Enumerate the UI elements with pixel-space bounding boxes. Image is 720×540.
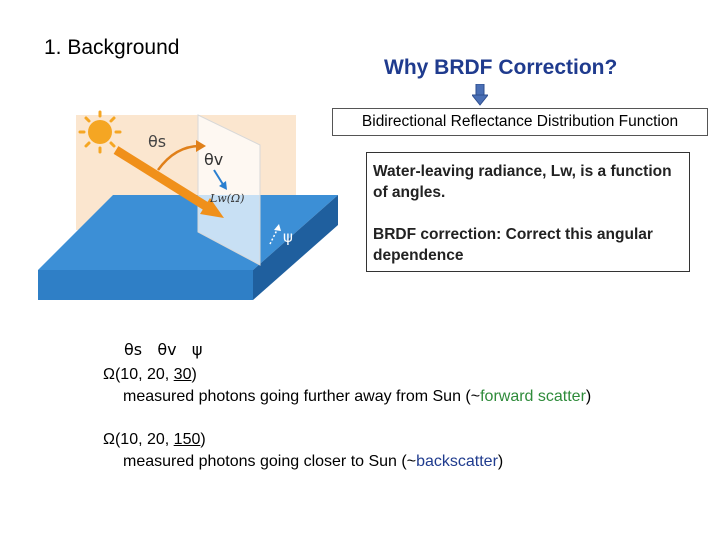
theta-v-label: θv	[204, 150, 223, 169]
case2-close: )	[200, 431, 206, 448]
psi-arrow-icon	[269, 227, 279, 245]
definition-text: Bidirectional Reflectance Distribution F…	[361, 113, 679, 130]
case1-description: measured photons going further away from…	[123, 388, 591, 406]
forward-scatter-label: forward scatter	[480, 388, 586, 405]
case1-params: Ω(10, 20, 30)	[103, 366, 197, 384]
slide-title: Why BRDF Correction?	[384, 56, 618, 79]
case2-params: Ω(10, 20, 150)	[103, 431, 206, 449]
psi-label: ψ	[283, 228, 293, 246]
info-brdf-text: BRDF correction: Correct this angular de…	[373, 226, 653, 264]
info-lw-text: Water-leaving radiance, Lw, is a functio…	[373, 163, 672, 201]
case2-desc-text: measured photons going closer to Sun (~	[123, 453, 417, 470]
case1-omega: Ω	[103, 366, 115, 383]
water-side-face	[253, 195, 338, 300]
case2-open: (10, 20,	[114, 431, 174, 448]
lw-label: Lw(Ω)	[209, 192, 244, 205]
case1-close: )	[191, 366, 197, 383]
viewing-plane	[197, 114, 261, 266]
case1-desc-text: measured photons going further away from…	[123, 388, 481, 405]
sunlight-arrow-icon	[113, 146, 224, 218]
case2-psi-value: 150	[173, 431, 201, 448]
case1-desc-close: )	[585, 388, 592, 405]
case2-description: measured photons going closer to Sun (~b…	[123, 453, 503, 471]
case1-open: (10, 20,	[114, 366, 174, 383]
theta-s-label: θs	[148, 132, 166, 151]
water-front-face	[38, 270, 253, 300]
theta-v-arrow-icon	[213, 169, 225, 187]
case1-psi-value: 30	[173, 366, 192, 383]
angle-symbols-row: θs θv ψ	[124, 340, 203, 359]
definition-box: Bidirectional Reflectance Distribution F…	[332, 108, 708, 136]
case2-desc-close: )	[497, 453, 504, 470]
water-top-face	[38, 195, 338, 270]
backscatter-label: backscatter	[416, 453, 498, 470]
case2-omega: Ω	[103, 431, 115, 448]
down-arrow-icon	[472, 84, 488, 106]
brdf-diagram: θs θv Lw(Ω) ψ	[38, 110, 338, 300]
section-title: 1. Background	[44, 36, 180, 59]
info-box: Water-leaving radiance, Lw, is a functio…	[366, 152, 690, 272]
sun-icon	[78, 110, 122, 154]
